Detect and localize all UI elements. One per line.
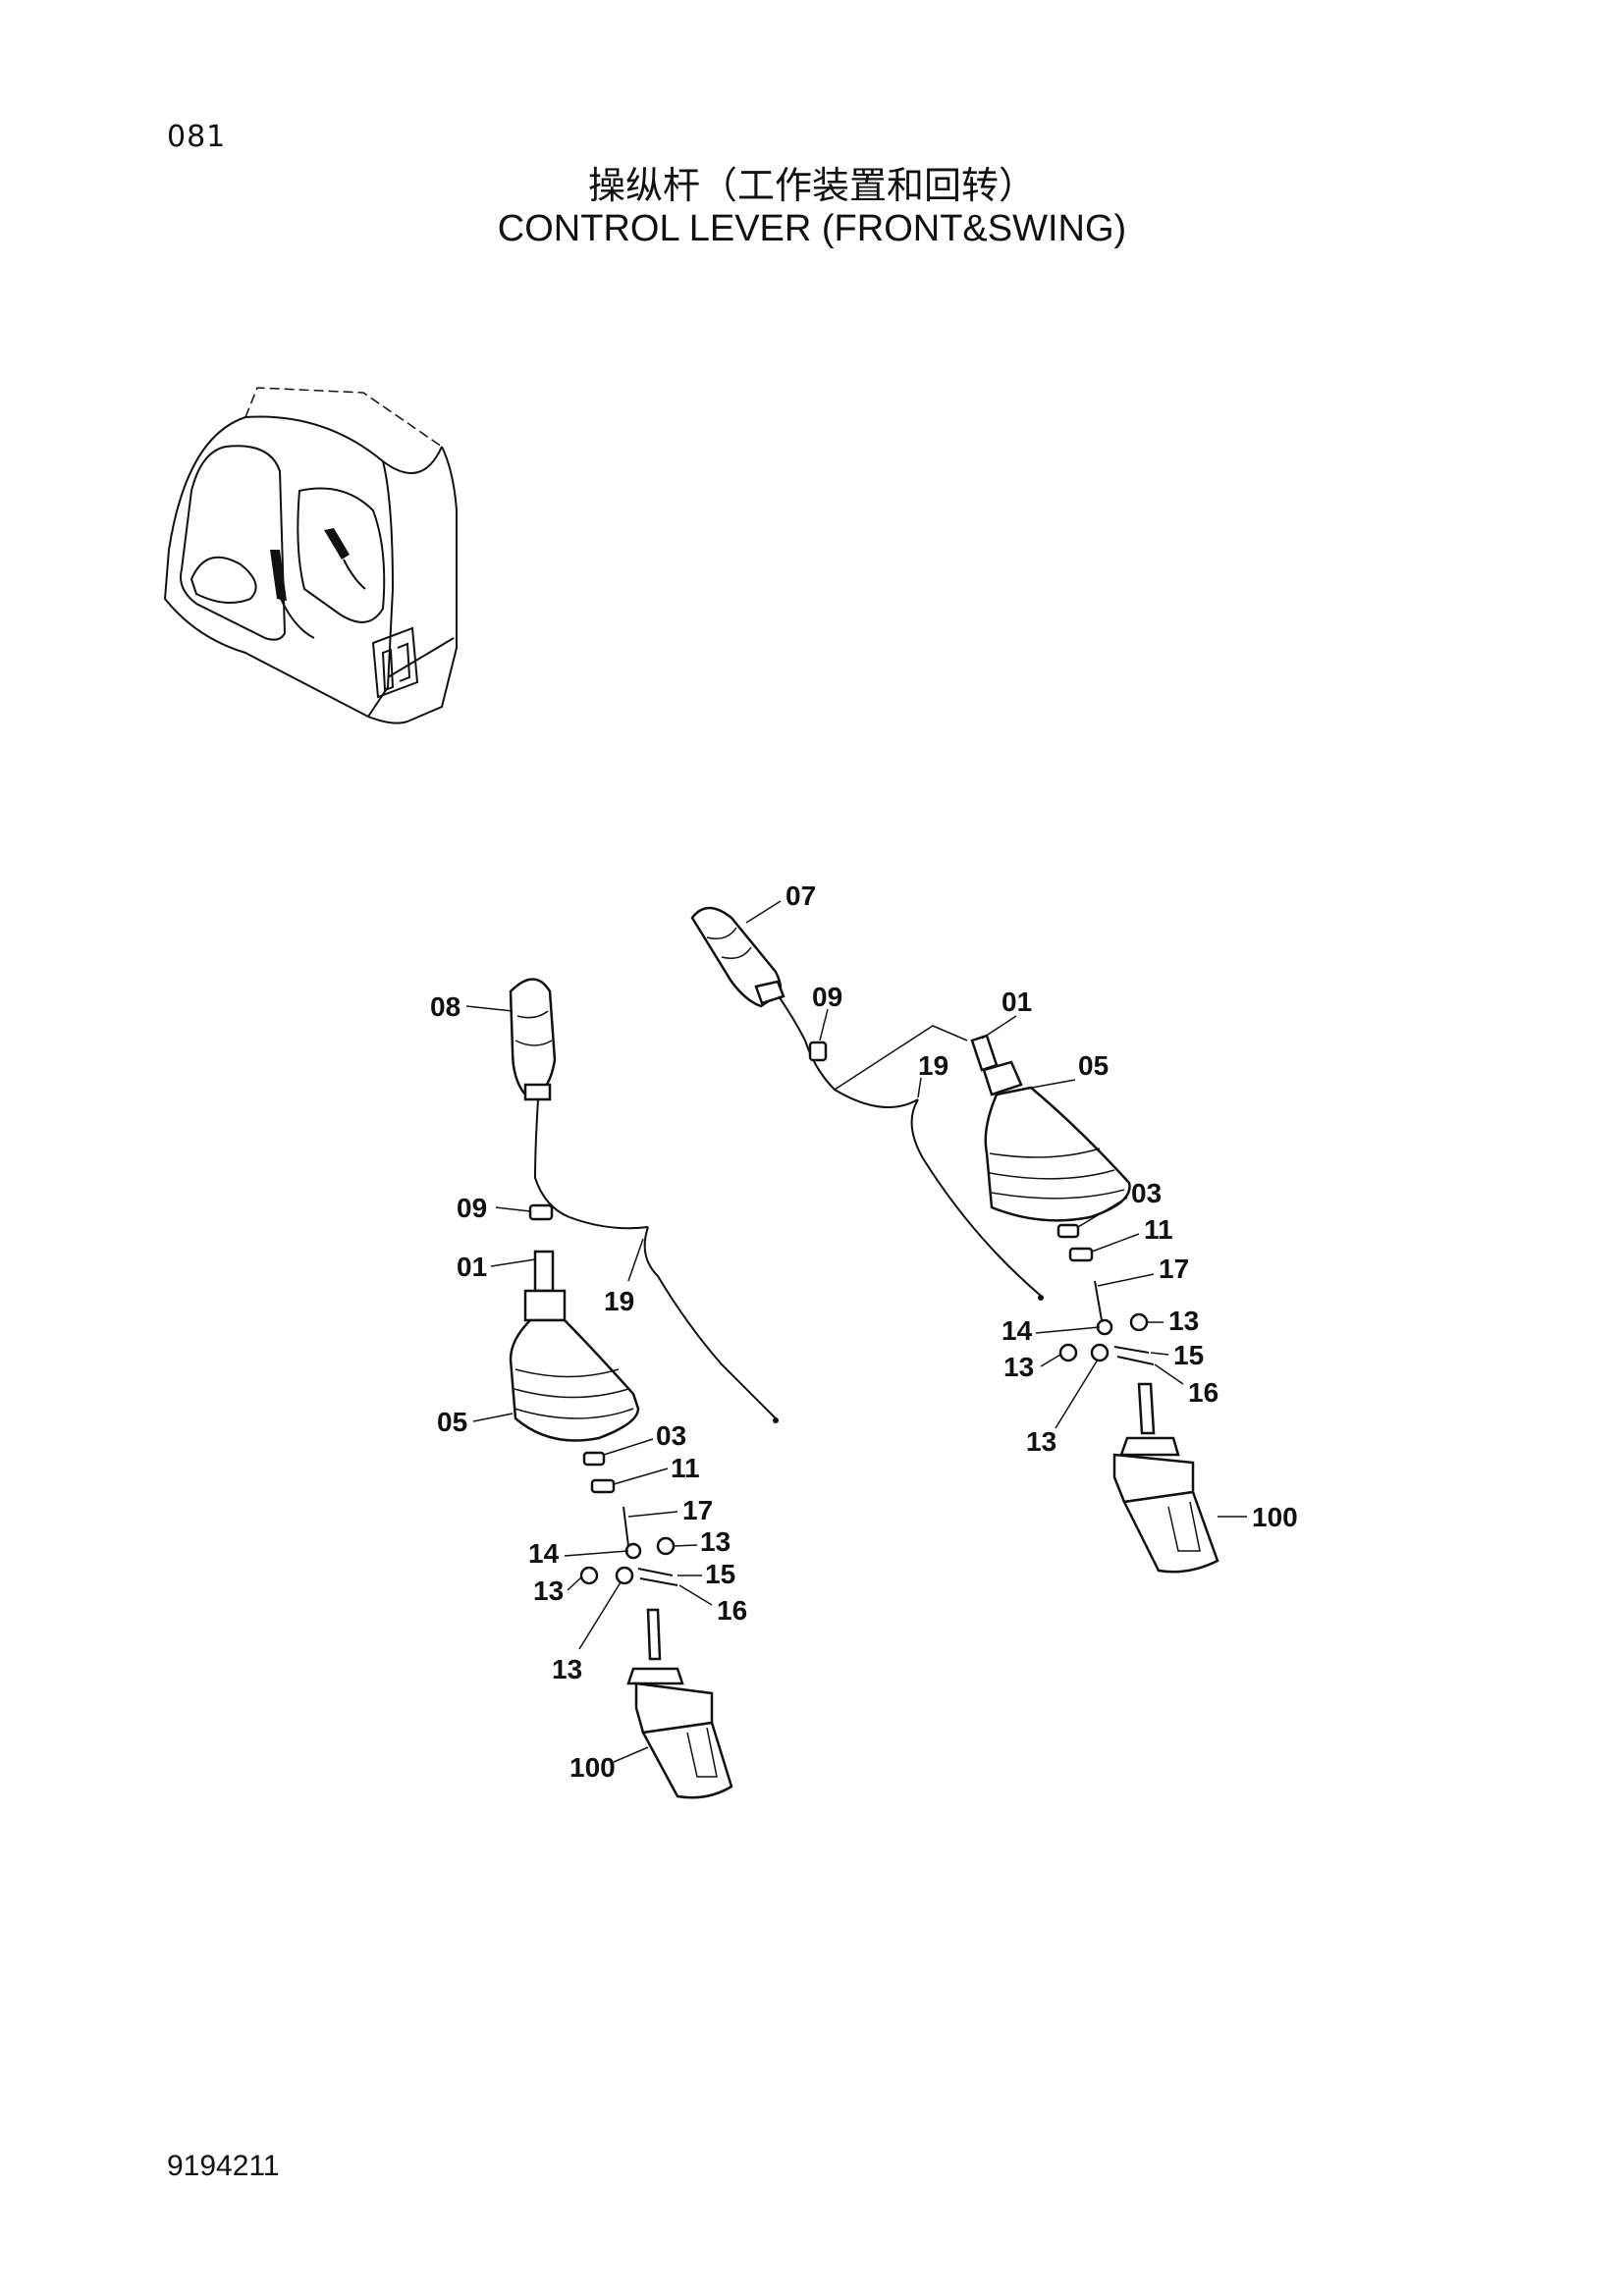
left-callout-labels: 08 09 01 19 05 03 11 17 14 13 13 15 16 1…	[430, 991, 747, 1783]
left-callout-leaders	[465, 1005, 713, 1763]
callout-right-100: 100	[1252, 1502, 1298, 1532]
callout-left-13-bottom: 13	[552, 1654, 582, 1684]
left-control-lever-assembly	[509, 978, 779, 1799]
callout-left-05: 05	[437, 1407, 467, 1437]
callout-right-13-top: 13	[1168, 1306, 1199, 1336]
callout-right-03: 03	[1131, 1178, 1162, 1208]
callout-left-14: 14	[528, 1538, 560, 1569]
callout-left-03: 03	[656, 1420, 686, 1451]
callout-right-16: 16	[1188, 1377, 1218, 1408]
callout-right-07: 07	[785, 881, 816, 911]
excavator-cab-icon	[163, 387, 458, 724]
callout-left-13-left: 13	[533, 1575, 564, 1606]
callout-left-17: 17	[682, 1495, 713, 1525]
callout-left-16: 16	[717, 1595, 747, 1626]
right-control-lever-assembly	[690, 906, 1219, 1574]
document-code: 9194211	[167, 2150, 280, 2182]
callout-right-15: 15	[1173, 1340, 1204, 1370]
page-number: 081	[167, 120, 227, 154]
callout-right-01: 01	[1001, 987, 1032, 1017]
callout-left-11: 11	[671, 1453, 700, 1483]
right-callout-leaders	[745, 900, 1247, 1518]
callout-left-15: 15	[705, 1559, 735, 1589]
callout-left-13-top: 13	[700, 1526, 731, 1557]
callout-right-13-bottom: 13	[1026, 1426, 1056, 1457]
callout-right-17: 17	[1159, 1254, 1189, 1284]
right-callout-labels: 07 09 01 19 05 03 11 17 14 13 13 15 16 1…	[785, 881, 1298, 1532]
callout-left-19: 19	[604, 1286, 634, 1316]
callout-right-09: 09	[812, 982, 842, 1012]
callout-left-08: 08	[430, 991, 460, 1022]
page-title-chinese: 操纵杆（工作装置和回转）	[587, 164, 1036, 207]
callout-right-11: 11	[1144, 1214, 1173, 1245]
callout-left-100: 100	[569, 1752, 616, 1783]
callout-left-09: 09	[457, 1193, 487, 1223]
callout-right-19: 19	[918, 1050, 948, 1081]
callout-left-01: 01	[457, 1252, 487, 1282]
callout-right-13-left: 13	[1003, 1352, 1034, 1382]
callout-right-14: 14	[1001, 1315, 1033, 1346]
page-title-english: CONTROL LEVER (FRONT&SWING)	[497, 208, 1127, 249]
callout-right-05: 05	[1078, 1050, 1109, 1081]
